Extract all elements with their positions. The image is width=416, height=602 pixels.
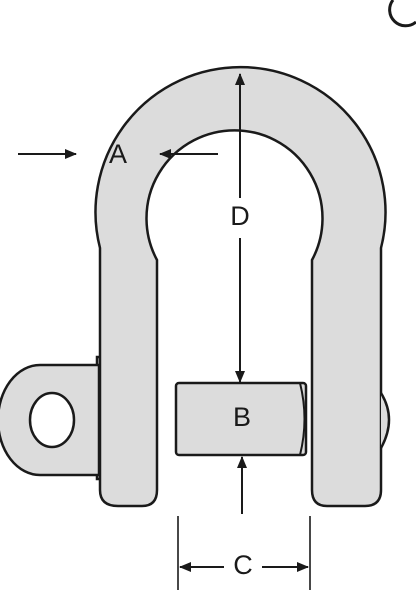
dimension-d: D (230, 73, 250, 383)
dimension-a-label: A (109, 139, 127, 169)
dimension-d-label: D (230, 201, 250, 231)
dimension-b: B (233, 402, 251, 514)
pin-eye (0, 355, 115, 481)
dimension-c-label: C (233, 550, 253, 580)
pin-threaded-end (379, 392, 391, 449)
dimension-a: A (18, 139, 218, 169)
corner-mark (388, 0, 416, 28)
dimension-b-label: B (233, 402, 251, 432)
dimension-c: C (177, 516, 311, 590)
pin-shaft (174, 381, 308, 457)
pin-eye-hole (28, 391, 76, 449)
pin-shaft-end (299, 382, 306, 456)
shackle-bow (94, 65, 387, 508)
